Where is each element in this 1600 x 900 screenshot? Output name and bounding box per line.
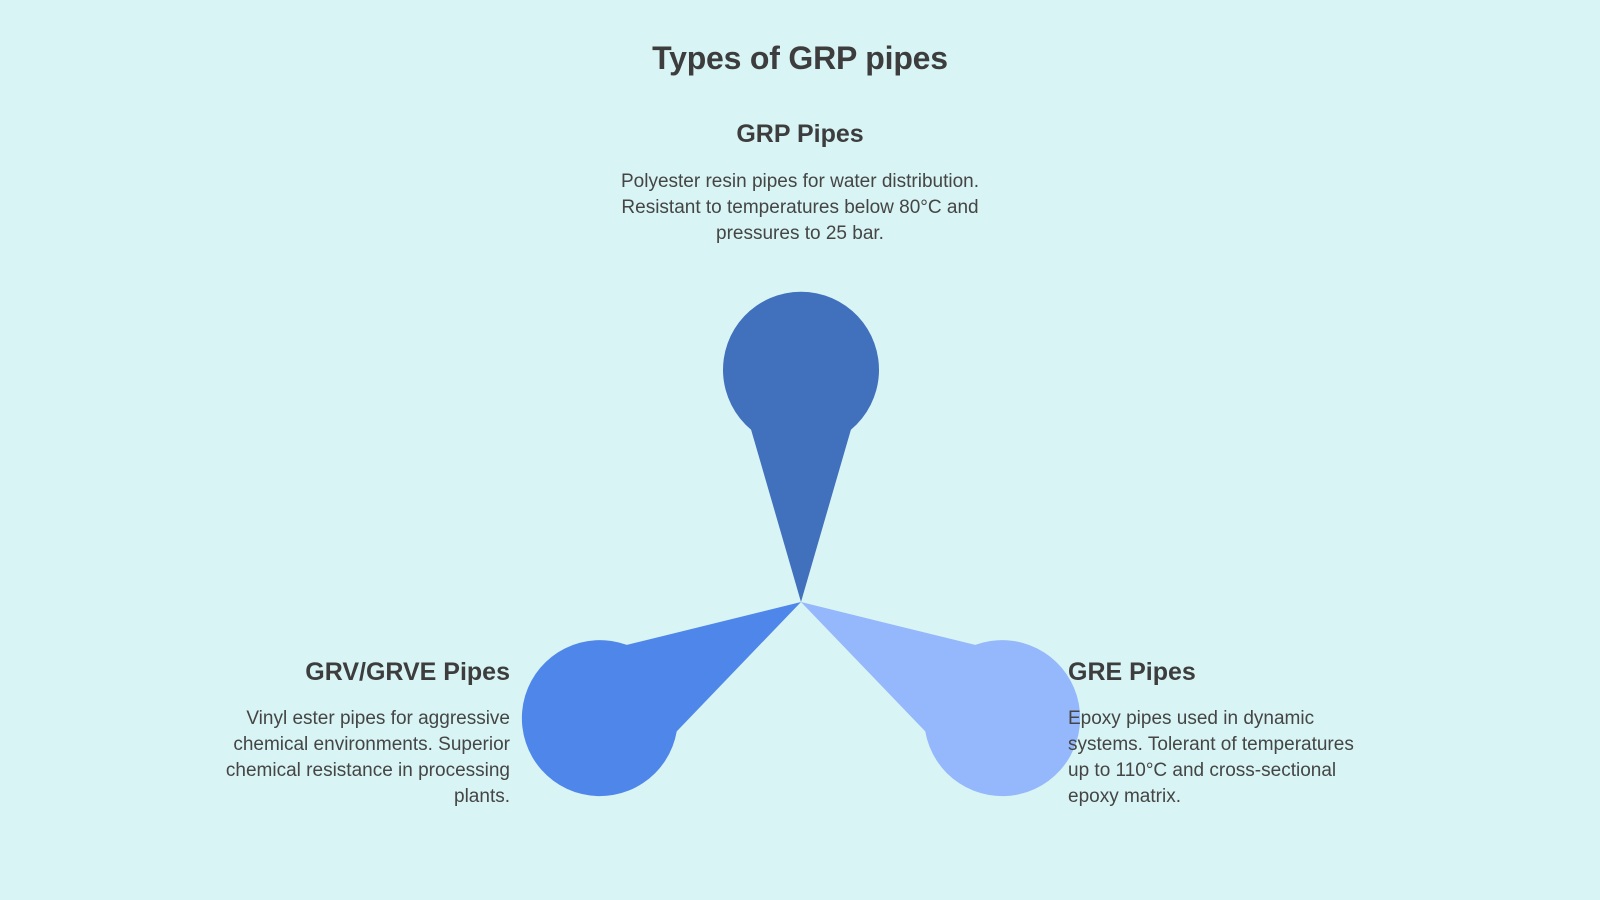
petal-gre[interactable] <box>493 534 840 824</box>
node-grp-heading: GRP Pipes <box>736 120 864 148</box>
node-grv-grve-pipes[interactable]: GRV/GRVE Pipes Vinyl ester pipes for agg… <box>210 658 510 810</box>
node-gre-description: Epoxy pipes used in dynamic systems. Tol… <box>1068 707 1354 807</box>
node-grp-pipes[interactable]: GRP Pipes Polyester resin pipes for wate… <box>600 120 1000 247</box>
node-grp-description: Polyester resin pipes for water distribu… <box>621 170 979 244</box>
page-title: Types of GRP pipes <box>652 40 948 76</box>
petal-grv-grve[interactable] <box>762 534 1109 824</box>
node-grv-grve-description: Vinyl ester pipes for aggressive chemica… <box>225 707 510 807</box>
petal-grp[interactable] <box>723 291 879 602</box>
node-gre-heading: GRE Pipes <box>1068 658 1196 686</box>
node-gre-pipes[interactable]: GRE Pipes Epoxy pipes used in dynamic sy… <box>1068 658 1368 810</box>
node-grv-grve-heading: GRV/GRVE Pipes <box>305 658 510 686</box>
